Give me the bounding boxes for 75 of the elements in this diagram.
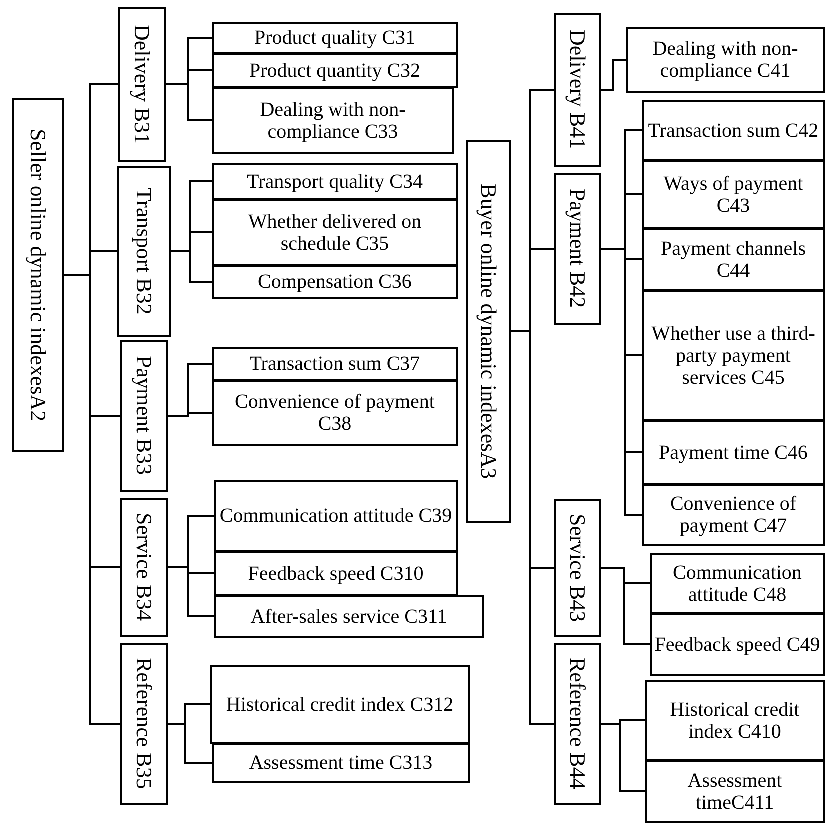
- index-box: [645, 760, 825, 823]
- index-box: [650, 613, 825, 676]
- category-box: [12, 98, 64, 452]
- node-label: Transaction sum C42: [647, 120, 820, 142]
- node-label: After-sales service C311: [250, 606, 448, 628]
- index-box: [642, 420, 825, 485]
- connector-line: [601, 59, 626, 91]
- index-box: [214, 551, 458, 596]
- node-label: Ways of payment C43: [662, 172, 804, 216]
- node-label: Service B43: [565, 514, 590, 622]
- node-label: Communication attitude C39: [218, 505, 454, 527]
- index-box: [642, 100, 825, 161]
- connector-line: [168, 412, 212, 417]
- category-box: [554, 13, 601, 167]
- index-box: [214, 595, 484, 638]
- index-box: [642, 228, 825, 291]
- node-label: Payment time C46: [658, 442, 809, 464]
- node-label: Payment B33: [132, 356, 156, 476]
- connector-line: [168, 723, 212, 764]
- node-label: Feedback speed C49: [654, 634, 822, 656]
- connector-line: [601, 567, 650, 646]
- node-label: Convenience of payment C47: [669, 493, 798, 537]
- node-label: Dealing with non-compliance C33: [259, 98, 407, 142]
- node-label: Buyer online dynamic indexesA3: [476, 184, 501, 480]
- node-label: Dealing with non-compliance C41: [652, 38, 800, 82]
- node-label: Communication attitude C48: [672, 562, 803, 606]
- index-box: [642, 160, 825, 229]
- index-box: [212, 347, 458, 381]
- node-label: Whether use a third-party payment services C45: [650, 322, 816, 388]
- node-label: Transaction sum C37: [248, 353, 422, 375]
- index-box: [645, 680, 825, 761]
- index-box: [212, 265, 458, 299]
- index-box: [212, 199, 458, 266]
- category-box: [120, 498, 168, 637]
- node-label: Product quality C31: [253, 27, 417, 49]
- node-label: Whether delivered on schedule C35: [247, 210, 423, 254]
- category-box: [554, 643, 601, 805]
- node-label: Reference B44: [565, 658, 590, 790]
- index-box: [214, 480, 458, 552]
- node-label: Service B34: [132, 513, 156, 622]
- node-label: Transport B32: [132, 188, 156, 315]
- index-box: [650, 553, 825, 614]
- node-label: Reference B35: [132, 658, 156, 790]
- index-box: [212, 22, 458, 54]
- index-box: [626, 27, 825, 93]
- node-label: Payment channels C44: [660, 238, 807, 282]
- index-box: [212, 163, 458, 200]
- node-label: Product quantity C32: [248, 60, 422, 82]
- node-label: Delivery B31: [130, 24, 154, 144]
- node-label: Historical credit index C312: [225, 694, 455, 716]
- category-box: [466, 140, 511, 523]
- category-box: [554, 499, 601, 637]
- node-label: Feedback speed C310: [247, 562, 425, 584]
- index-box: [212, 53, 458, 88]
- index-box: [212, 743, 470, 783]
- index-box: [212, 380, 458, 446]
- category-box: [120, 643, 168, 805]
- category-box: [118, 7, 166, 162]
- index-box: [642, 290, 825, 421]
- node-label: Payment B42: [565, 189, 590, 309]
- node-label: Convenience of payment C38: [234, 391, 436, 435]
- index-box: [210, 665, 470, 744]
- connector-line: [601, 248, 642, 516]
- index-box: [642, 484, 825, 546]
- node-label: Compensation C36: [257, 271, 413, 293]
- index-box: [212, 87, 454, 154]
- node-label: Seller online dynamic indexesA2: [26, 128, 50, 422]
- category-box: [120, 340, 168, 492]
- node-label: Transport quality C34: [246, 170, 424, 192]
- node-label: Assessment time C313: [248, 752, 434, 774]
- category-box: [554, 173, 601, 325]
- category-box: [117, 166, 171, 337]
- node-label: Delivery B41: [565, 30, 590, 150]
- node-label: Historical credit index C410: [669, 698, 801, 742]
- node-label: Assessment timeC411: [686, 770, 784, 814]
